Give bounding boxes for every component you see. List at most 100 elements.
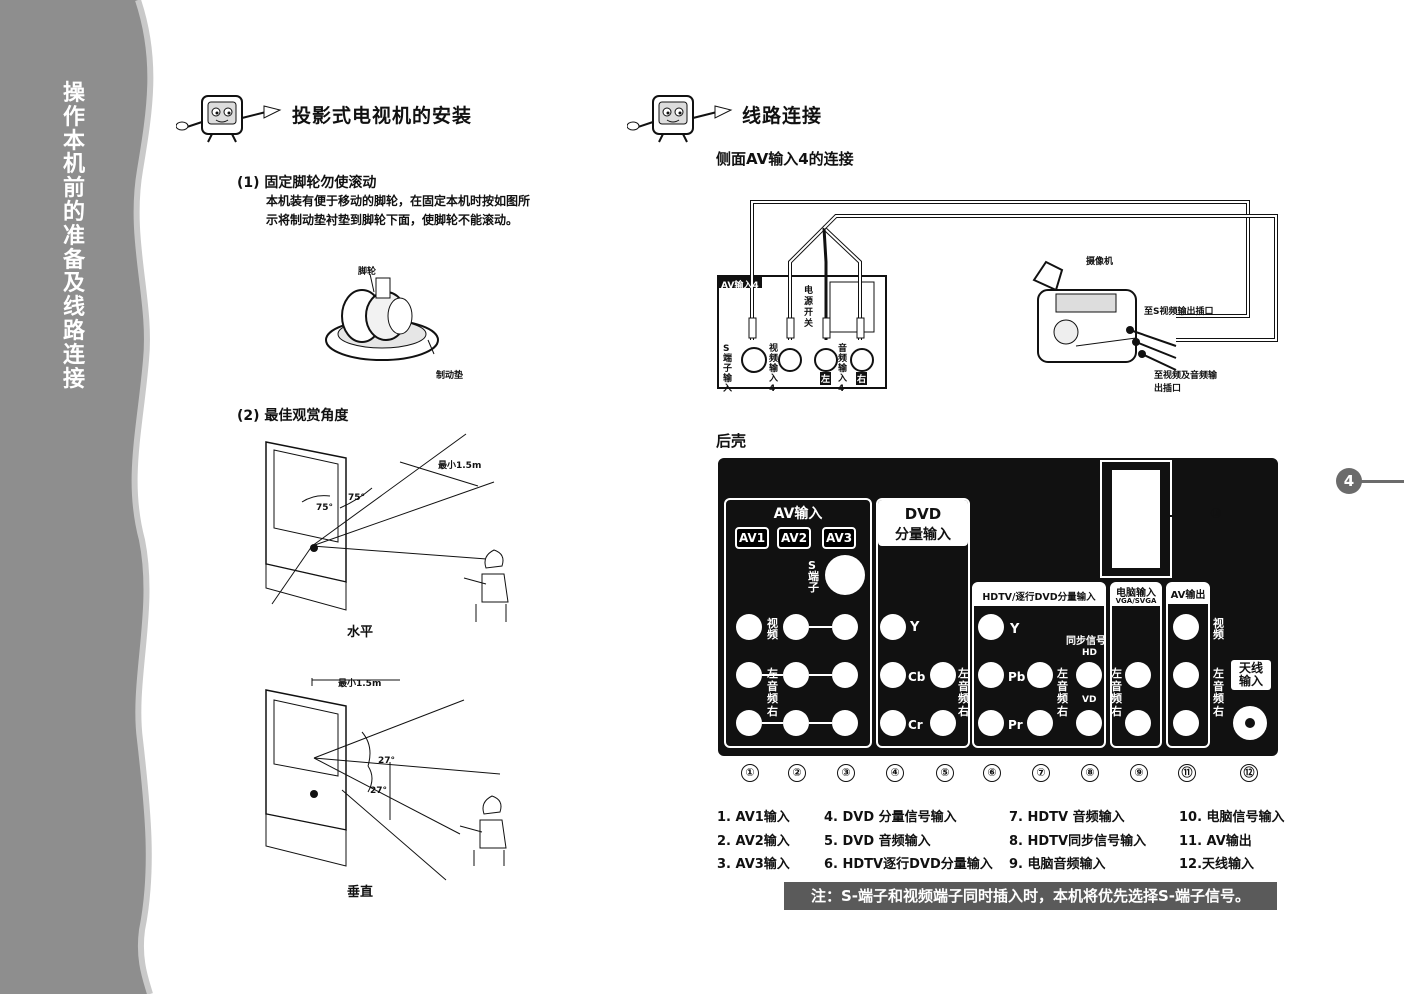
legend-item: 1. AV1输入 — [717, 810, 790, 825]
dvd-cr-port[interactable] — [880, 710, 906, 736]
av-out-audio-l-port[interactable] — [1173, 662, 1199, 688]
s-terminal-port[interactable] — [825, 555, 865, 595]
angle-h-2: 75° — [316, 503, 334, 513]
ten-marker: ⑩ — [1210, 506, 1222, 522]
av1-label: AV1 — [735, 527, 769, 549]
hdtv-y-label: Y — [1010, 622, 1020, 637]
angle-v-1: 27° — [378, 756, 396, 766]
num-4: ④ — [886, 764, 904, 782]
av3-audio-l-port[interactable] — [832, 662, 858, 688]
s-in-label: S端子输入 — [723, 344, 733, 394]
legend-item: 4. DVD 分量信号输入 — [824, 810, 957, 825]
num-11: ⑪ — [1178, 764, 1196, 782]
page-number: 4 — [1336, 468, 1362, 494]
av-input-label: AV输入 — [773, 506, 823, 522]
av3-video-port[interactable] — [832, 614, 858, 640]
av1-video-port[interactable] — [736, 614, 762, 640]
dvd-audio-l-port[interactable] — [930, 662, 956, 688]
hdtv-pb-label: Pb — [1008, 670, 1026, 684]
sidebar-band — [0, 0, 154, 994]
legend-item: 11. AV输出 — [1179, 834, 1252, 849]
s-terminal-label: S端子 — [808, 559, 819, 594]
audio-right-label: 右 — [856, 372, 868, 385]
av2-label: AV2 — [777, 527, 811, 549]
slot-pointer — [1160, 515, 1206, 517]
pc-audio-l-port[interactable] — [1125, 662, 1151, 688]
av-link-4 — [762, 674, 783, 676]
horizontal-angle-figure — [265, 433, 509, 622]
hdtv-pr-port[interactable] — [978, 710, 1004, 736]
video-in-label: 视频输入4 — [769, 344, 779, 394]
antenna-label: 天线输入 — [1238, 661, 1263, 688]
to-av-out-label: 至视频及音频输出插口 — [1154, 371, 1218, 394]
angle-v-2: 27° — [370, 786, 388, 796]
num-8: ⑧ — [1081, 764, 1099, 782]
av-out-audio-r-port[interactable] — [1173, 710, 1199, 736]
hdtv-group — [972, 582, 1106, 748]
av-input-group — [724, 498, 872, 748]
hdtv-pr-label: Pr — [1008, 718, 1023, 732]
pc-header — [1112, 584, 1160, 606]
av-link-1 — [809, 626, 832, 628]
dvd-audio-r-port[interactable] — [930, 710, 956, 736]
dvd-header — [878, 500, 968, 546]
num-7: ⑦ — [1032, 764, 1050, 782]
hdtv-pb-port[interactable] — [978, 662, 1004, 688]
vertical-angle-figure — [265, 678, 507, 881]
hdtv-audio-r-port[interactable] — [1027, 710, 1053, 736]
sidebar-title: 操作本机前的准备及线路连接 — [62, 81, 85, 392]
hdtv-audio-label: 左音频右 — [1057, 667, 1068, 718]
vd-label: VD — [1082, 695, 1097, 705]
legend-item: 9. 电脑音频输入 — [1009, 857, 1106, 872]
legend-item: 8. HDTV同步信号输入 — [1009, 834, 1147, 849]
hd-label: HD — [1082, 648, 1098, 658]
av3-label: AV3 — [822, 527, 856, 549]
av-link-3 — [809, 722, 832, 724]
hdtv-vd-port[interactable] — [1076, 710, 1102, 736]
legend-item: 10. 电脑信号输入 — [1179, 810, 1285, 825]
pc-group — [1110, 582, 1162, 748]
hdtv-y-port[interactable] — [978, 614, 1004, 640]
av-out-audio-label: 左音频右 — [1213, 667, 1224, 718]
hdtv-header — [974, 584, 1104, 606]
av2-audio-r-port[interactable] — [783, 710, 809, 736]
av-out-group — [1166, 582, 1210, 748]
pc-audio-label: 左音频右 — [1111, 667, 1122, 718]
label-caster: 脚轮 — [358, 267, 377, 277]
dvd-group — [876, 498, 970, 748]
legend-item: 5. DVD 音频输入 — [824, 834, 931, 849]
dvd-y-port[interactable] — [880, 614, 906, 640]
av-out-video-port[interactable] — [1173, 614, 1199, 640]
num-2: ② — [788, 764, 806, 782]
antenna-port-hole — [1245, 718, 1255, 728]
side-connection-diagram — [717, 200, 1278, 389]
av-link-2 — [809, 674, 832, 676]
component-in-label: 分量输入 — [895, 527, 951, 543]
av2-audio-l-port[interactable] — [783, 662, 809, 688]
av-out-video-label: 视频 — [1213, 617, 1224, 641]
caption-horizontal: 水平 — [347, 625, 374, 640]
av1-audio-l-port[interactable] — [736, 662, 762, 688]
dvd-cb-port[interactable] — [880, 662, 906, 688]
angle-h-1: 75° — [348, 493, 366, 503]
step2-heading: (2) 最佳观赏角度 — [237, 408, 349, 424]
pc-audio-r-port[interactable] — [1125, 710, 1151, 736]
hdtv-label: HDTV/逐行DVD分量输入 — [982, 592, 1096, 603]
page-tab-line — [1356, 480, 1404, 483]
av-out-header — [1168, 584, 1208, 604]
legend-item: 6. HDTV逐行DVD分量输入 — [824, 857, 993, 872]
left-section-title: 投影式电视机的安装 — [292, 105, 473, 127]
num-3: ③ — [837, 764, 855, 782]
to-s-out-label: 至S视频输出插口 — [1144, 307, 1214, 317]
av3-audio-r-port[interactable] — [832, 710, 858, 736]
min-distance-h: 最小1.5m — [438, 461, 482, 471]
caption-vertical: 垂直 — [347, 885, 374, 900]
hdtv-hd-port[interactable] — [1076, 662, 1102, 688]
hdtv-audio-l-port[interactable] — [1027, 662, 1053, 688]
legend-item: 7. HDTV 音频输入 — [1009, 810, 1125, 825]
av1-audio-r-port[interactable] — [736, 710, 762, 736]
camcorder-label: 摄像机 — [1086, 257, 1114, 267]
audio-left-label: 左 — [820, 372, 832, 385]
av2-video-port[interactable] — [783, 614, 809, 640]
pc-in-label: 电脑输入 — [1116, 588, 1156, 599]
